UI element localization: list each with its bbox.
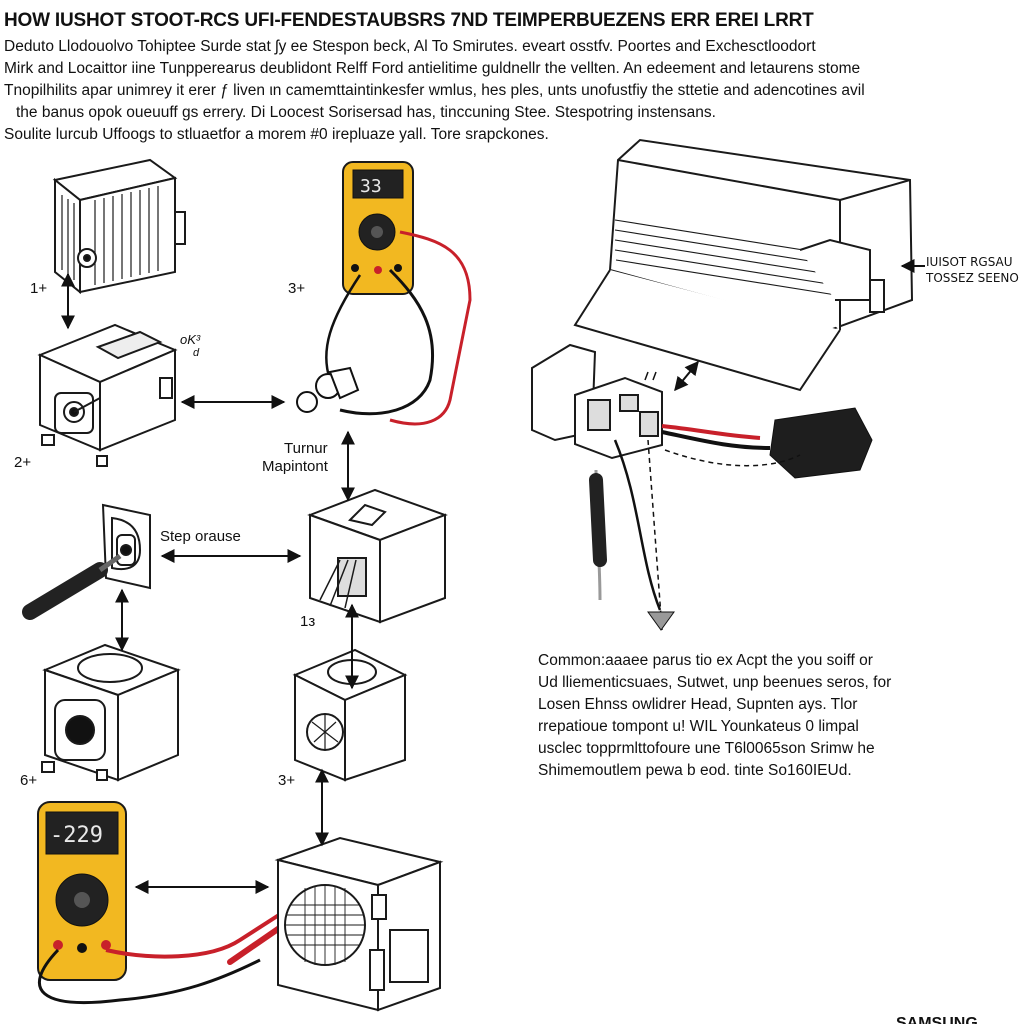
intro-line: Mirk and Locaittor iine Tunpperearus deu… xyxy=(4,60,861,77)
multimeter-bottom-illustration xyxy=(37,801,323,1005)
switch-plate-illustration xyxy=(101,503,151,590)
flow-arrows xyxy=(61,259,925,894)
note-line: Shimemoutlem pewa b eod. tinte So160IEUd… xyxy=(538,762,852,779)
page-title: HOW IUSHOT STOOT-RCS UFI-FENDESTAUBSRS 7… xyxy=(4,10,814,31)
step-6-label: 6+ xyxy=(20,772,38,789)
motor-box-illustration xyxy=(41,643,181,782)
indoor-ac-unit-illustration xyxy=(573,138,914,392)
intro-text: Deduto Llodouolvo Tohiptee Surde stat ʃy… xyxy=(4,36,1020,146)
arrow-ticks xyxy=(644,371,657,381)
probe-illustration xyxy=(589,439,801,631)
step-3a-label: 3+ xyxy=(288,280,306,297)
ok-mark-sub: d xyxy=(193,347,200,359)
intro-line: the banus opok oueuuff gs errery. Di Loo… xyxy=(16,104,716,121)
unit-side-label-line: TOSSEZ SEENO xyxy=(926,271,1019,285)
plug-illustration xyxy=(661,407,873,479)
step-2-label: 2+ xyxy=(14,454,32,471)
thermostat-box-illustration xyxy=(37,323,178,467)
note-line: Ud lliementicsuaes, Sutwet, unp beenues … xyxy=(538,674,892,691)
brand-logo: SAMSUNG xyxy=(896,1015,978,1024)
unit-side-label: IUISOT RGSAU TOSSEZ SEENO xyxy=(926,254,1019,286)
note-line: rrepatioue tompont u! WIL Younkateus 0 l… xyxy=(538,718,859,735)
note-line: Common:aaaee parus tio ex Acpt the you s… xyxy=(538,652,873,669)
unit-side-label-line: IUISOT RGSAU xyxy=(926,255,1013,269)
note-line: usclec topprmlttofoure une T6l0065son Sr… xyxy=(538,740,875,757)
mapintont-label: Mapintont xyxy=(262,458,328,475)
meter-top-display: 33 xyxy=(360,176,382,197)
multimeter-top-illustration xyxy=(296,161,472,426)
condenser-unit-illustration xyxy=(274,836,444,1012)
common-parts-note: Common:aaaee parus tio ex Acpt the you s… xyxy=(538,650,938,782)
fan-box-illustration xyxy=(292,648,408,782)
note-line: Losen Ehnss owlidrer Head, Supnten ays. … xyxy=(538,696,858,713)
wiring-box-illustration xyxy=(307,488,448,624)
arrow-connector-unit xyxy=(674,360,699,392)
step-1-label: 1+ xyxy=(30,280,48,297)
screwdriver-illustration xyxy=(22,553,122,620)
step-3b-label: 3+ xyxy=(278,772,296,789)
step-12-label: 1ᴈ xyxy=(300,613,316,630)
intro-line: Deduto Llodouolvo Tohiptee Surde stat ʃy… xyxy=(4,38,816,55)
ok-mark: oK³ xyxy=(180,332,201,347)
step-orause-label: Step orause xyxy=(160,528,241,545)
connector-illustration xyxy=(531,343,663,460)
vent-box-illustration xyxy=(52,158,186,295)
intro-line: Soulite lurcub Uffoogs to stluaetfor a m… xyxy=(4,126,549,143)
meter-bottom-display: -229 xyxy=(50,823,103,848)
turnur-label: Turnur xyxy=(284,440,328,457)
intro-line: Tnopilhilits apar unimrey it erer ƒ live… xyxy=(4,82,865,99)
